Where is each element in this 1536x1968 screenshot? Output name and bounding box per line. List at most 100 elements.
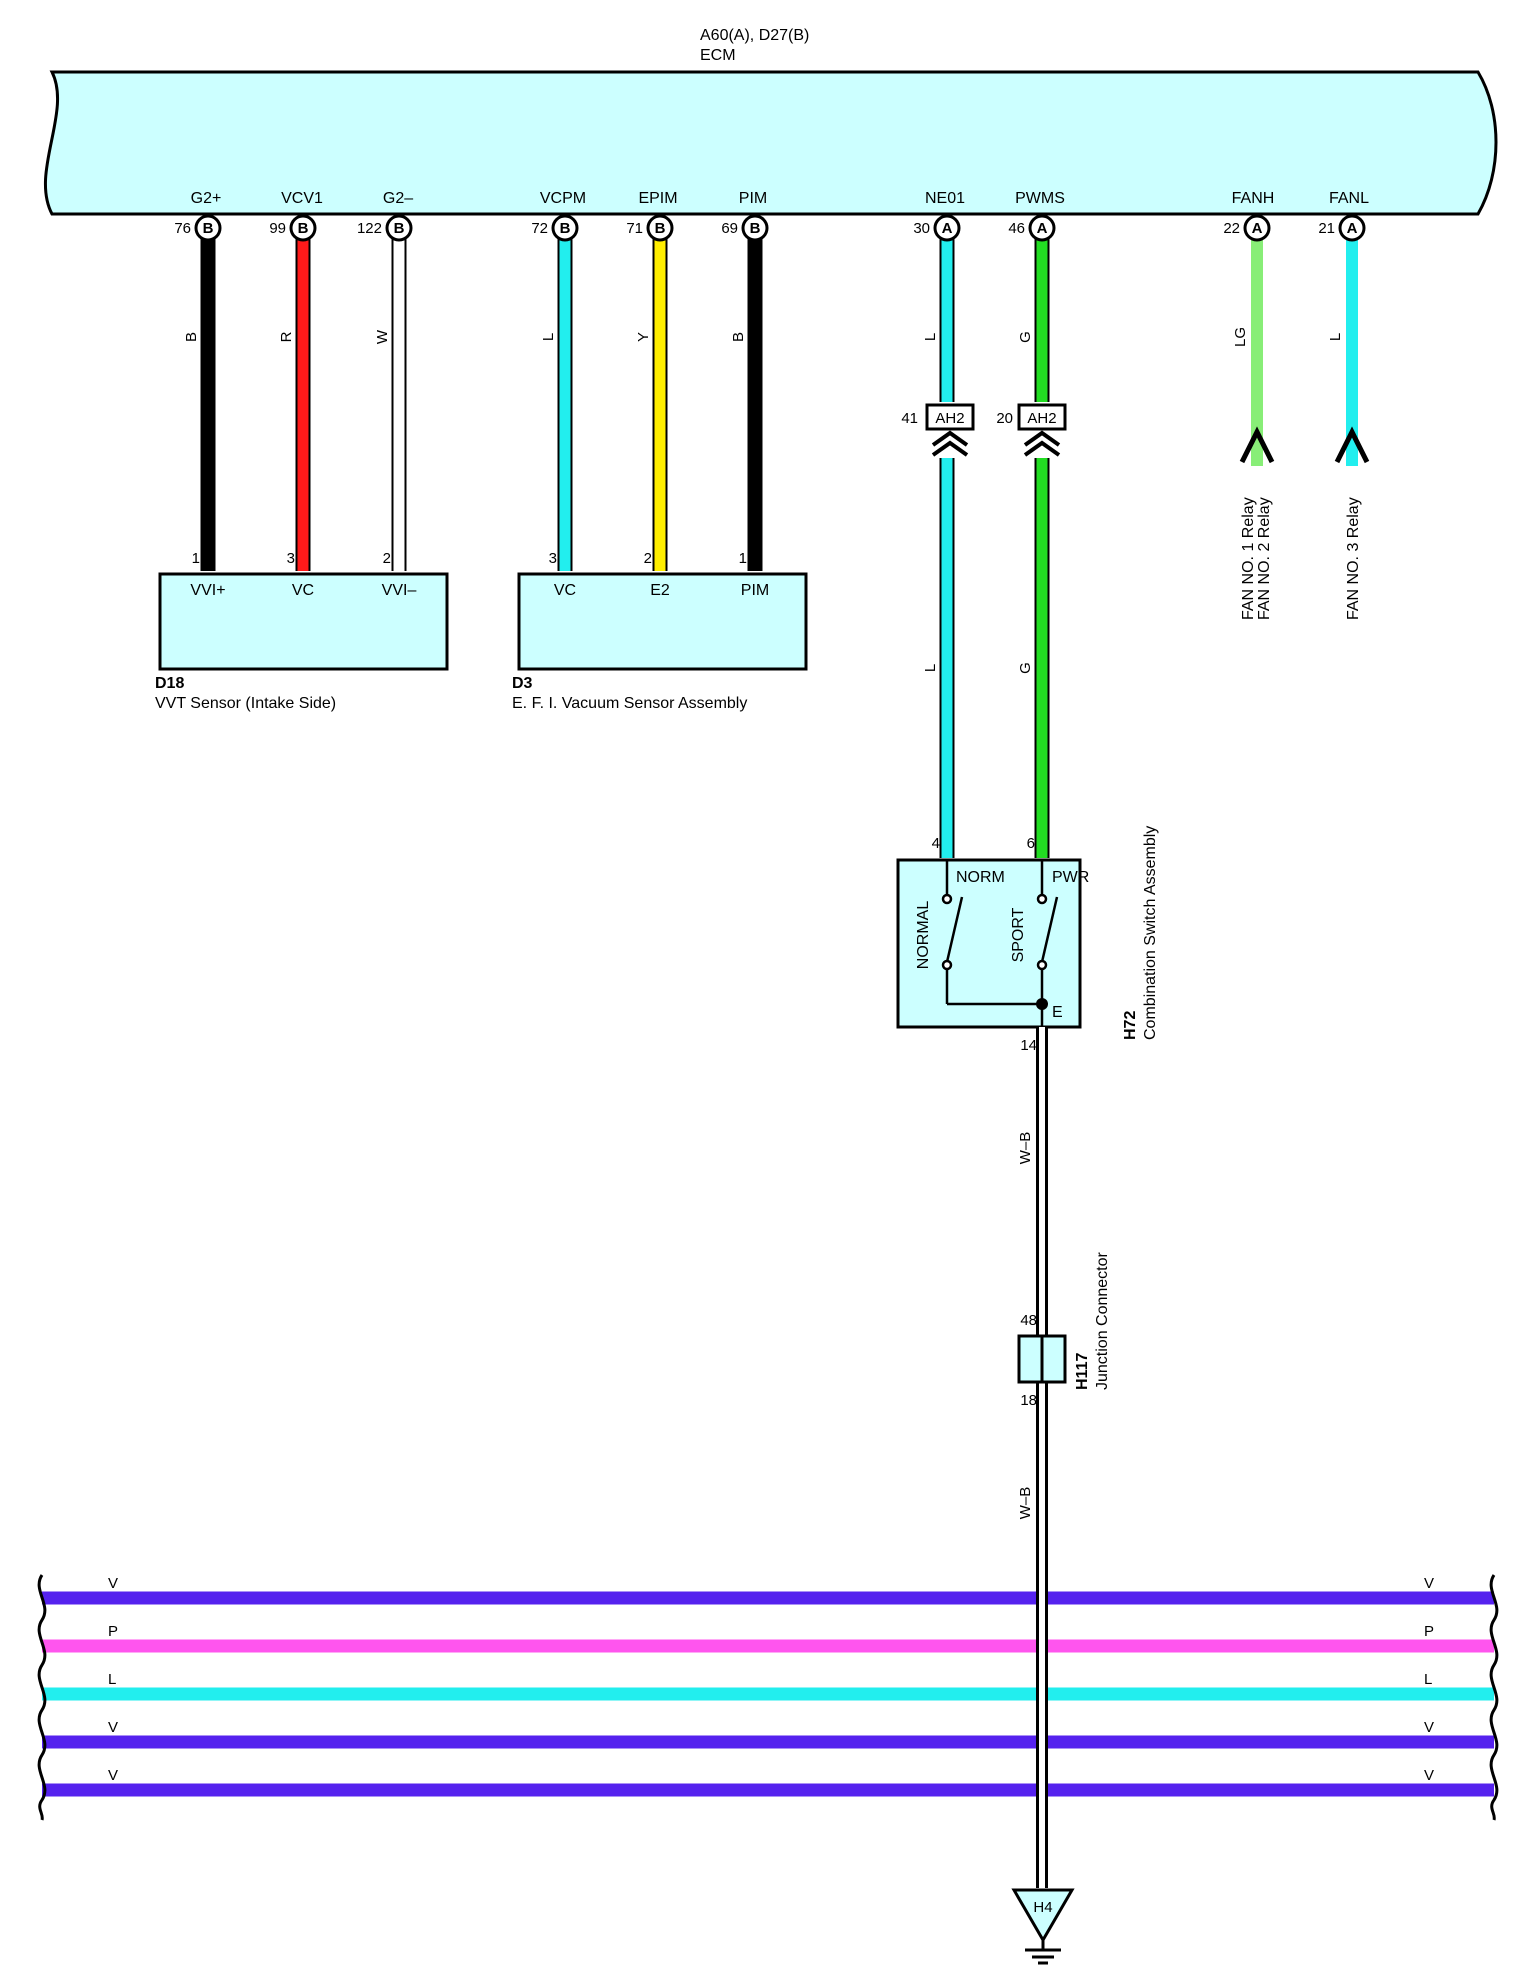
- d18-pin: 3: [287, 550, 295, 567]
- arrow-up-icon: [1239, 426, 1275, 464]
- h72-switch-circuit: [941, 860, 1059, 1027]
- ecm-terminal-epim: EPIM: [638, 190, 677, 207]
- d18-name: VVT Sensor (Intake Side): [155, 695, 336, 712]
- ah2-connector-pwms: AH2 20: [996, 403, 1067, 457]
- ah2-label: AH2: [935, 410, 964, 427]
- ecm-terminal-vcv1: VCV1: [281, 190, 323, 207]
- ah2-connector-ne01: AH2 41: [901, 403, 975, 457]
- bus-code: V: [1424, 1719, 1434, 1736]
- wire-code: G: [1017, 331, 1034, 343]
- ecm-terminal-g2plus: G2+: [191, 190, 222, 207]
- ah2-box: [1017, 403, 1067, 431]
- ecm-pin-number: 22: [1223, 220, 1240, 237]
- ecm-pin-number: 46: [1008, 220, 1025, 237]
- conn-letter: B: [203, 220, 214, 237]
- conn-letter: B: [298, 220, 309, 237]
- ecm-wires: [200, 238, 1358, 571]
- d18-pin: 2: [383, 550, 391, 567]
- bus-codes-left: V P L V V: [108, 1575, 118, 1784]
- ecm-terminal-labels: G2+ VCV1 G2– VCPM EPIM PIM NE01 PWMS FAN…: [191, 190, 1369, 207]
- ecm-connectors: A60(A), D27(B): [700, 27, 809, 44]
- bus-code: V: [1424, 1767, 1434, 1784]
- wire-code-wb-upper: W–B: [1017, 1132, 1034, 1165]
- h72-terminal-pwr: PWR: [1052, 869, 1089, 886]
- h72-terminal-e: E: [1052, 1004, 1063, 1021]
- d3-terminal: E2: [650, 582, 670, 599]
- h117-pin-48: 48: [1020, 1312, 1037, 1329]
- arrow-up-icon: [1334, 426, 1370, 464]
- d18-id: D18: [155, 675, 184, 692]
- wire-code: L: [922, 664, 939, 672]
- switch-contact: [941, 959, 953, 971]
- bus-wires: [42, 1591, 1494, 1797]
- ecm-terminal-ne01: NE01: [925, 190, 965, 207]
- bus-code: V: [1424, 1575, 1434, 1592]
- conn-letter: B: [655, 220, 666, 237]
- ah2-pin: 41: [901, 410, 918, 427]
- d3-pin: 1: [739, 550, 747, 567]
- d3-id: D3: [512, 675, 533, 692]
- pin-circle: [551, 214, 579, 242]
- conn-letter: B: [560, 220, 571, 237]
- d18-terminal: VVI–: [382, 582, 417, 599]
- ecm-terminal-fanl: FANL: [1329, 190, 1369, 207]
- d3-vacuum-sensor-box: [517, 572, 808, 671]
- h72-name: Combination Switch Assembly: [1142, 826, 1159, 1040]
- bus-code: P: [108, 1623, 118, 1640]
- ecm-pin-number: 69: [721, 220, 738, 237]
- bus-code: L: [108, 1671, 116, 1688]
- wire-code: LG: [1232, 327, 1249, 347]
- fan-relay-1-label: FAN NO. 1 Relay: [1240, 497, 1257, 620]
- d3-terminal: PIM: [741, 582, 769, 599]
- switch-contact: [941, 893, 953, 905]
- wire-code: B: [183, 332, 200, 342]
- d18-terminals: VVI+ VC VVI–: [190, 582, 416, 599]
- pin-circle: [289, 214, 317, 242]
- h72-combination-switch-box: [896, 858, 1082, 1029]
- ecm-block: [43, 70, 1498, 216]
- switch-contact: [1036, 959, 1048, 971]
- ecm-terminal-pim: PIM: [739, 190, 767, 207]
- wire-code: Y: [635, 332, 652, 342]
- d18-terminal: VC: [292, 582, 314, 599]
- ground-icon: [1025, 1940, 1061, 1965]
- h72-position-sport: SPORT: [1010, 907, 1027, 962]
- wire-code: B: [730, 332, 747, 342]
- ecm-pin-number: 30: [913, 220, 930, 237]
- h72-pin: 4: [932, 835, 940, 852]
- ecm-pin-number: 99: [269, 220, 286, 237]
- h117-id: H117: [1074, 1353, 1091, 1390]
- switch-blade-normal: [945, 896, 964, 963]
- d3-pin: 3: [549, 550, 557, 567]
- d18-vvt-sensor-box: [158, 572, 449, 671]
- h72-pins: 4 6 14: [932, 835, 1037, 1054]
- bus-code: V: [108, 1767, 118, 1784]
- h72-terminal-norm: NORM: [956, 869, 1005, 886]
- bus-break-right: [1489, 1574, 1499, 1821]
- wire-code: L: [922, 333, 939, 341]
- d3-pin: 2: [644, 550, 652, 567]
- bus-code: V: [108, 1575, 118, 1592]
- ecm-pin-markers: [194, 214, 1366, 242]
- ecm-name: ECM: [700, 47, 736, 64]
- conn-letter: A: [1252, 220, 1263, 237]
- d3-terminal: VC: [554, 582, 576, 599]
- pin-circle: [1243, 214, 1271, 242]
- bus-code: L: [1424, 1671, 1432, 1688]
- h72-pin: 6: [1027, 835, 1035, 852]
- h72-id: H72: [1122, 1011, 1139, 1040]
- ecm-terminal-fanh: FANH: [1232, 190, 1275, 207]
- chevron-up-icon: [931, 430, 969, 457]
- conn-letter: A: [942, 220, 953, 237]
- wire-code: L: [540, 333, 557, 341]
- h72-pin: 14: [1020, 1037, 1037, 1054]
- junction-dot: [1036, 998, 1048, 1010]
- bus-codes-right: V P L V V: [1424, 1575, 1434, 1784]
- ah2-label: AH2: [1027, 410, 1056, 427]
- ground-label: H4: [1033, 1899, 1052, 1916]
- ecm-connector-letters: B B B B B B A A A A: [203, 220, 1358, 237]
- d3-terminals: VC E2 PIM: [554, 582, 769, 599]
- wire-code-wb-lower: W–B: [1017, 1487, 1034, 1520]
- ecm-pin-number: 76: [174, 220, 191, 237]
- pin-circle: [385, 214, 413, 242]
